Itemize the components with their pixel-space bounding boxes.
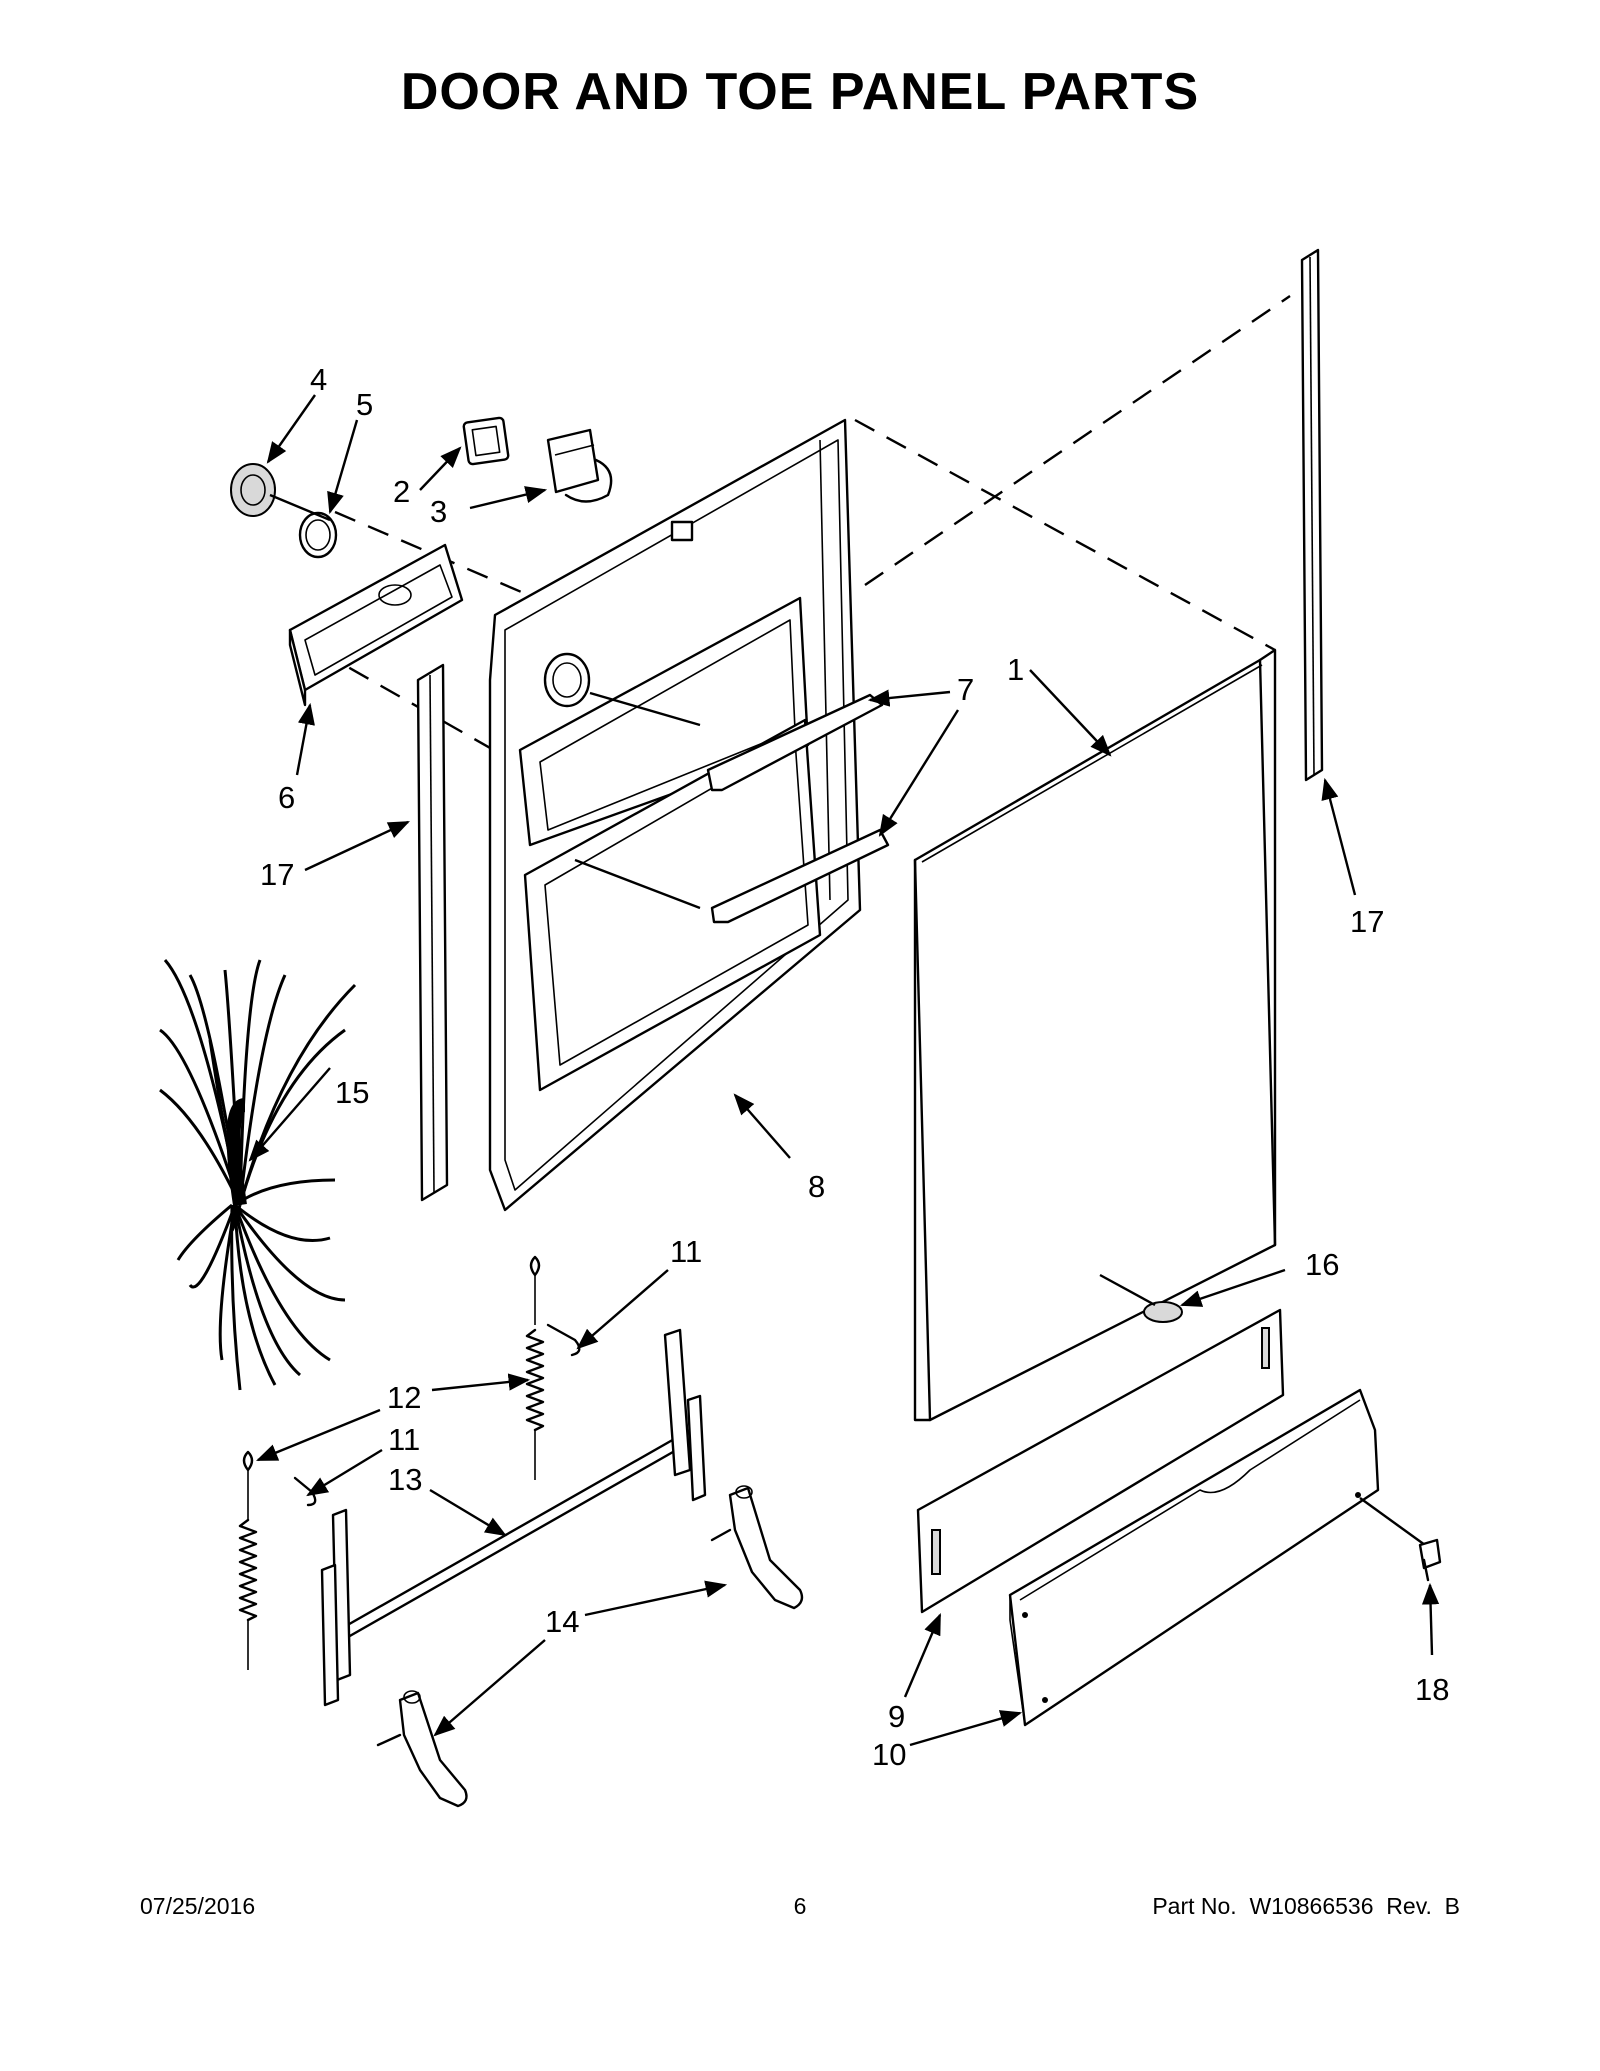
callout-14: 14 <box>545 1604 579 1639</box>
callout-17a: 17 <box>260 857 294 892</box>
screw-part <box>1418 1538 1442 1582</box>
footer-part-number: Part No. W10866536 Rev. B <box>1152 1893 1460 1919</box>
callout-12: 12 <box>387 1380 421 1415</box>
door-hinge-part <box>376 1485 804 1808</box>
outer-door-panel-part <box>913 648 1277 1422</box>
callout-13: 13 <box>388 1462 422 1497</box>
latch-part <box>546 428 613 503</box>
callout-16: 16 <box>1305 1247 1339 1282</box>
plug-part <box>1099 1273 1183 1323</box>
callout-6: 6 <box>278 780 295 815</box>
page-title: DOOR AND TOE PANEL PARTS <box>400 63 1200 121</box>
callout-2: 2 <box>393 474 410 509</box>
inner-door-part <box>488 418 862 1212</box>
lower-toe-panel-part <box>1008 1388 1426 1727</box>
callout-17b: 17 <box>1350 904 1384 939</box>
callout-11b: 11 <box>388 1422 420 1457</box>
callout-10: 10 <box>872 1737 906 1772</box>
footer-date: 07/25/2016 <box>140 1893 256 1919</box>
callout-3: 3 <box>430 494 447 529</box>
callout-8: 8 <box>808 1169 825 1204</box>
callout-7: 7 <box>957 672 974 707</box>
callout-11a: 11 <box>670 1234 702 1269</box>
callout-18: 18 <box>1415 1672 1449 1707</box>
wire-harness-part <box>159 959 357 1391</box>
door-handles-part <box>574 693 890 924</box>
callout-15: 15 <box>335 1075 369 1110</box>
hinge-bar-part <box>320 1328 707 1707</box>
door-spring-part <box>238 1255 545 1670</box>
toe-panel-part <box>916 1308 1285 1614</box>
vent-housing-part <box>288 543 464 707</box>
callout-1: 1 <box>1007 652 1024 687</box>
callout-9: 9 <box>888 1699 905 1734</box>
leader-arrows <box>248 394 1440 1747</box>
vent-gasket-part <box>298 511 338 559</box>
left-door-strip-part <box>416 663 449 1202</box>
vent-part <box>230 463 331 522</box>
footer-page-number: 6 <box>793 1893 807 1919</box>
callout-5: 5 <box>356 387 373 422</box>
callout-4: 4 <box>310 362 327 397</box>
right-door-strip-part <box>1300 248 1324 782</box>
gasket-square-part <box>462 416 510 466</box>
callout-labels: 1 2 3 4 5 6 7 8 9 10 11 11 12 13 14 15 1… <box>260 362 1449 1772</box>
